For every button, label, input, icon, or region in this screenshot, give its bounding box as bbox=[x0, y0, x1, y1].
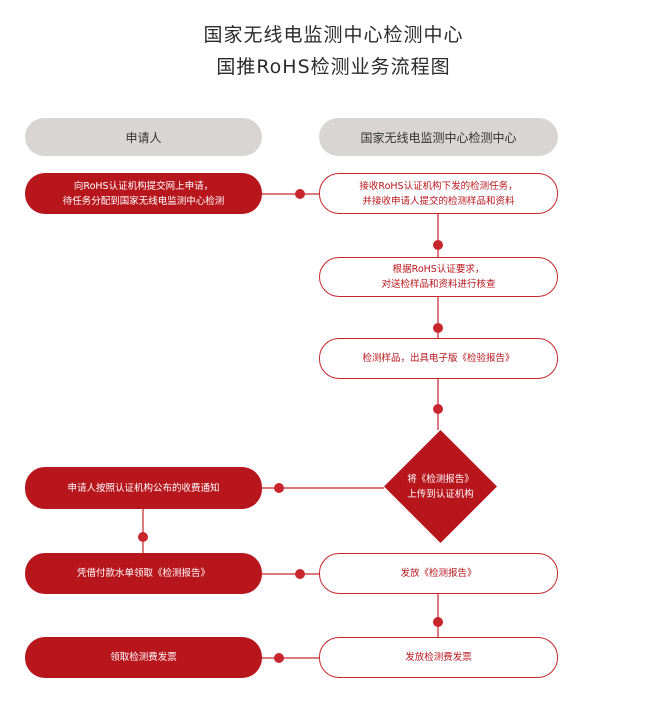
step-text: 上传到认证机构 bbox=[407, 488, 474, 500]
center-step-test-samples: 检测样品，出具电子版《检验报告》 bbox=[319, 338, 558, 379]
lane-header-applicant: 申请人 bbox=[25, 118, 262, 156]
step-text: 申请人按照认证机构公布的收费通知 bbox=[67, 482, 220, 494]
connector-dot bbox=[433, 404, 443, 414]
step-text: 对送检样品和资料进行核查 bbox=[381, 279, 496, 290]
step-text: 并接收申请人提交的检测样品和资料 bbox=[362, 195, 515, 207]
applicant-step-payment-notice: 申请人按照认证机构公布的收费通知 bbox=[25, 467, 262, 509]
center-step-receive-task: 接收RoHS认证机构下发的检测任务， 并接收申请人提交的检测样品和资料 bbox=[319, 173, 558, 214]
center-step-verify-samples: 根据RoHS认证要求， 对送检样品和资料进行核查 bbox=[319, 257, 558, 297]
step-text: 待任务分配到国家无线电监测中心检测 bbox=[62, 195, 225, 207]
step-text: 发放《检测报告》 bbox=[400, 568, 477, 579]
connector-dot bbox=[138, 532, 148, 542]
step-text: 凭借付款水单领取《检测报告》 bbox=[76, 568, 210, 579]
connector-dot bbox=[295, 189, 305, 199]
step-text: 将《检测报告》 bbox=[407, 473, 474, 485]
connector-dot bbox=[274, 483, 284, 493]
connector-dot bbox=[295, 569, 305, 579]
step-text: 向RoHS认证机构提交网上申请， bbox=[73, 180, 214, 192]
step-text: 接收RoHS认证机构下发的检测任务， bbox=[359, 180, 518, 192]
applicant-step-collect-report: 凭借付款水单领取《检测报告》 bbox=[25, 553, 262, 594]
connector-dot bbox=[433, 323, 443, 333]
step-text: 根据RoHS认证要求， bbox=[392, 264, 485, 275]
connector-dot bbox=[274, 653, 284, 663]
connector-dot bbox=[433, 617, 443, 627]
upload-report-step: 将《检测报告》 上传到认证机构 bbox=[384, 430, 497, 543]
step-text: 发放检测费发票 bbox=[405, 652, 472, 663]
lane-header-center: 国家无线电监测中心检测中心 bbox=[319, 118, 558, 156]
page-title: 国家无线电监测中心检测中心 bbox=[203, 24, 464, 46]
center-step-issue-invoice: 发放检测费发票 bbox=[319, 637, 558, 678]
applicant-step-collect-invoice: 领取检测费发票 bbox=[25, 637, 262, 678]
connector-dot bbox=[433, 240, 443, 250]
center-step-issue-report: 发放《检测报告》 bbox=[319, 553, 558, 594]
applicant-step-submit-application: 向RoHS认证机构提交网上申请， 待任务分配到国家无线电监测中心检测 bbox=[25, 173, 262, 214]
upload-decision-diamond bbox=[384, 430, 497, 543]
step-text: 检测样品，出具电子版《检验报告》 bbox=[362, 353, 515, 364]
step-text: 领取检测费发票 bbox=[110, 652, 177, 663]
page-subtitle: 国推RoHS检测业务流程图 bbox=[216, 56, 451, 78]
